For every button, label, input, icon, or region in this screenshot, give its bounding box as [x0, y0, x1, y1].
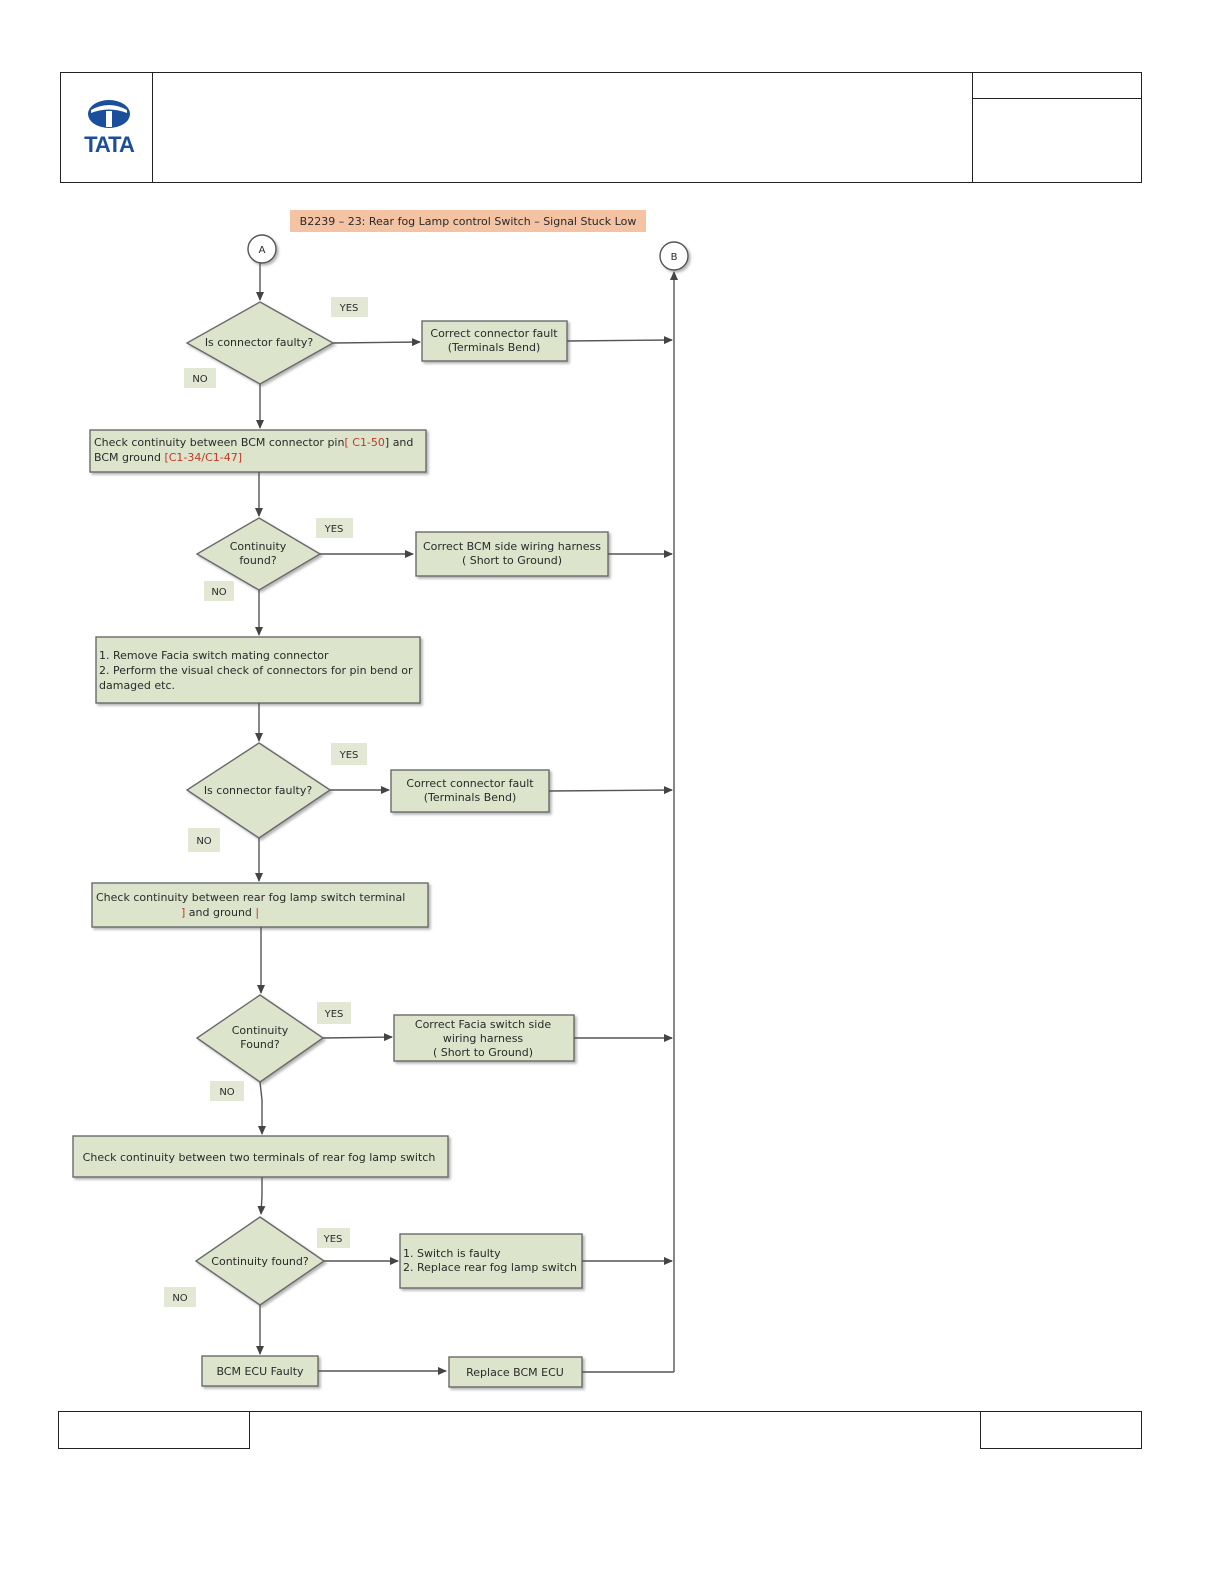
- step-check-two-terminals: [72, 1135, 449, 1178]
- yes-label-3: YES: [339, 750, 359, 761]
- d5-label: Continuity found?: [211, 1255, 309, 1268]
- b1-line1-b: ] and: [385, 436, 413, 449]
- yes-tag-3: [331, 743, 367, 765]
- flow-title: B2239 – 23: Rear fog Lamp control Switch…: [300, 215, 637, 228]
- step-check-bcm-pin: [89, 429, 427, 473]
- b1-line2: BCM ground [C1-34/C1-47]: [94, 451, 242, 464]
- b5-label: BCM ECU Faulty: [216, 1365, 304, 1378]
- flow-title-box: [290, 210, 646, 232]
- connector-b-label: B: [671, 252, 678, 263]
- r5-line1: 1. Switch is faulty: [403, 1247, 501, 1260]
- b6-label: Replace BCM ECU: [466, 1366, 564, 1379]
- r3-line1: Correct connector fault: [406, 777, 534, 790]
- r4-line3: ( Short to Ground): [433, 1046, 533, 1059]
- connector-b: [659, 241, 689, 271]
- footer-frame: [58, 1411, 1142, 1449]
- tata-logo-text: TATA: [84, 132, 135, 157]
- yes-tag-2: [316, 518, 353, 538]
- b3-mid: and ground: [185, 906, 255, 919]
- b4-label: Check continuity between two terminals o…: [83, 1151, 436, 1164]
- no-tag-3: [188, 828, 220, 852]
- step-bcm-ecu-faulty: [201, 1355, 319, 1387]
- b3-red2: |: [255, 906, 259, 919]
- r4-line1: Correct Facia switch side: [415, 1018, 551, 1031]
- b1-line1: Check continuity between BCM connector p…: [94, 436, 413, 449]
- result-switch-faulty: [399, 1233, 583, 1289]
- d1-label: Is connector faulty?: [205, 336, 314, 349]
- b1-line2-red: [C1-34/C1-47]: [164, 451, 242, 464]
- yes-label-2: YES: [324, 524, 344, 535]
- edge-r3-collector: [548, 786, 673, 795]
- r5-line2: 2. Replace rear fog lamp switch: [403, 1261, 577, 1274]
- step-check-switch-terminal: [91, 882, 429, 928]
- step-remove-facia-connector: [95, 636, 421, 704]
- d3-label: Is connector faulty?: [204, 784, 313, 797]
- no-label-1: NO: [192, 374, 207, 385]
- header-logo-cell: [60, 72, 153, 183]
- b1-line1-red: [ C1-50: [344, 436, 384, 449]
- no-tag-4: [210, 1081, 244, 1101]
- yes-tag-5: [317, 1228, 350, 1248]
- edge-d4-r4: [322, 1033, 393, 1042]
- b2-line2: 2. Perform the visual check of connector…: [99, 664, 413, 677]
- step-replace-bcm-ecu: [448, 1356, 583, 1388]
- edge-r1-collector: [566, 336, 673, 345]
- r4-line2: wiring harness: [443, 1032, 524, 1045]
- yes-label-5: YES: [323, 1234, 343, 1245]
- no-tag-1: [184, 368, 216, 388]
- edge-b4-d5: [257, 1177, 266, 1215]
- b2-line3: damaged etc.: [99, 679, 175, 692]
- header-right-top-cell: [972, 72, 1142, 99]
- no-tag-2: [204, 581, 234, 601]
- b3-line1: Check continuity between rear fog lamp s…: [96, 891, 405, 904]
- d4-line2: Found?: [240, 1038, 280, 1051]
- tata-logo: TATA: [78, 98, 140, 158]
- connector-a-label: A: [259, 245, 266, 256]
- no-label-2: NO: [211, 587, 226, 598]
- b1-line2-a: BCM ground: [94, 451, 164, 464]
- yes-label-1: YES: [339, 303, 359, 314]
- tata-logo-icon: [88, 100, 130, 128]
- yes-label-4: YES: [324, 1009, 344, 1020]
- b1-line1-a: Check continuity between BCM connector p…: [94, 436, 344, 449]
- d2-line1: Continuity: [230, 540, 287, 553]
- footer-left-cell: [58, 1411, 250, 1449]
- result-correct-facia-harness: [393, 1014, 575, 1062]
- result-correct-connector-2: [390, 769, 550, 813]
- connector-a: [247, 234, 277, 264]
- no-label-3: NO: [196, 836, 211, 847]
- footer-right-cell: [980, 1411, 1142, 1449]
- r1-line2: (Terminals Bend): [448, 341, 541, 354]
- yes-tag-4: [317, 1002, 351, 1024]
- d4-line1: Continuity: [232, 1024, 289, 1037]
- no-label-5: NO: [172, 1293, 187, 1304]
- b3-red1: ]: [181, 906, 185, 919]
- edge-d1-r1: [332, 338, 421, 347]
- r3-line2: (Terminals Bend): [424, 791, 517, 804]
- b2-line1: 1. Remove Facia switch mating connector: [99, 649, 329, 662]
- no-tag-5: [164, 1287, 196, 1307]
- r1-line1: Correct connector fault: [430, 327, 558, 340]
- edge-d4-b4: [258, 1081, 266, 1135]
- r2-line1: Correct BCM side wiring harness: [423, 540, 601, 553]
- no-label-4: NO: [219, 1087, 234, 1098]
- b3-line2: ] and ground |: [181, 906, 259, 919]
- d2-line2: found?: [239, 554, 277, 567]
- yes-tag-1: [331, 297, 368, 317]
- r2-line2: ( Short to Ground): [462, 554, 562, 567]
